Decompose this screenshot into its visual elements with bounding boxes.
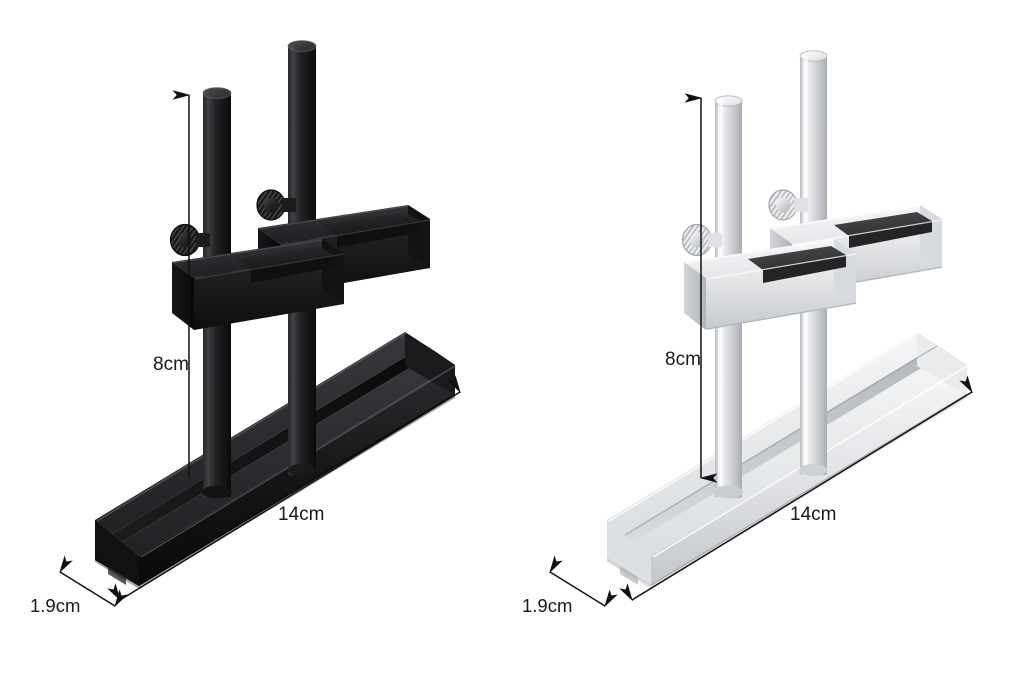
length-dimension-label: 14cm bbox=[278, 504, 325, 525]
black-product-illustration bbox=[59, 40, 461, 608]
height-dimension-label: 8cm bbox=[153, 354, 189, 375]
length-dimension-label: 14cm bbox=[790, 504, 837, 525]
width-dimension-line bbox=[59, 555, 128, 608]
length-dimension-line bbox=[619, 375, 973, 602]
product-variant-silver: 8cm 14cm 1.9cm bbox=[512, 0, 1024, 682]
height-dimension-label: 8cm bbox=[665, 349, 701, 370]
width-dimension-line bbox=[549, 555, 618, 608]
silver-product-illustration bbox=[549, 50, 973, 608]
product-variant-black: 8cm 14cm 1.9cm bbox=[30, 40, 461, 616]
width-dimension-label: 1.9cm bbox=[30, 595, 81, 616]
length-dimension-line bbox=[107, 375, 461, 602]
width-dimension-label: 1.9cm bbox=[522, 595, 573, 616]
